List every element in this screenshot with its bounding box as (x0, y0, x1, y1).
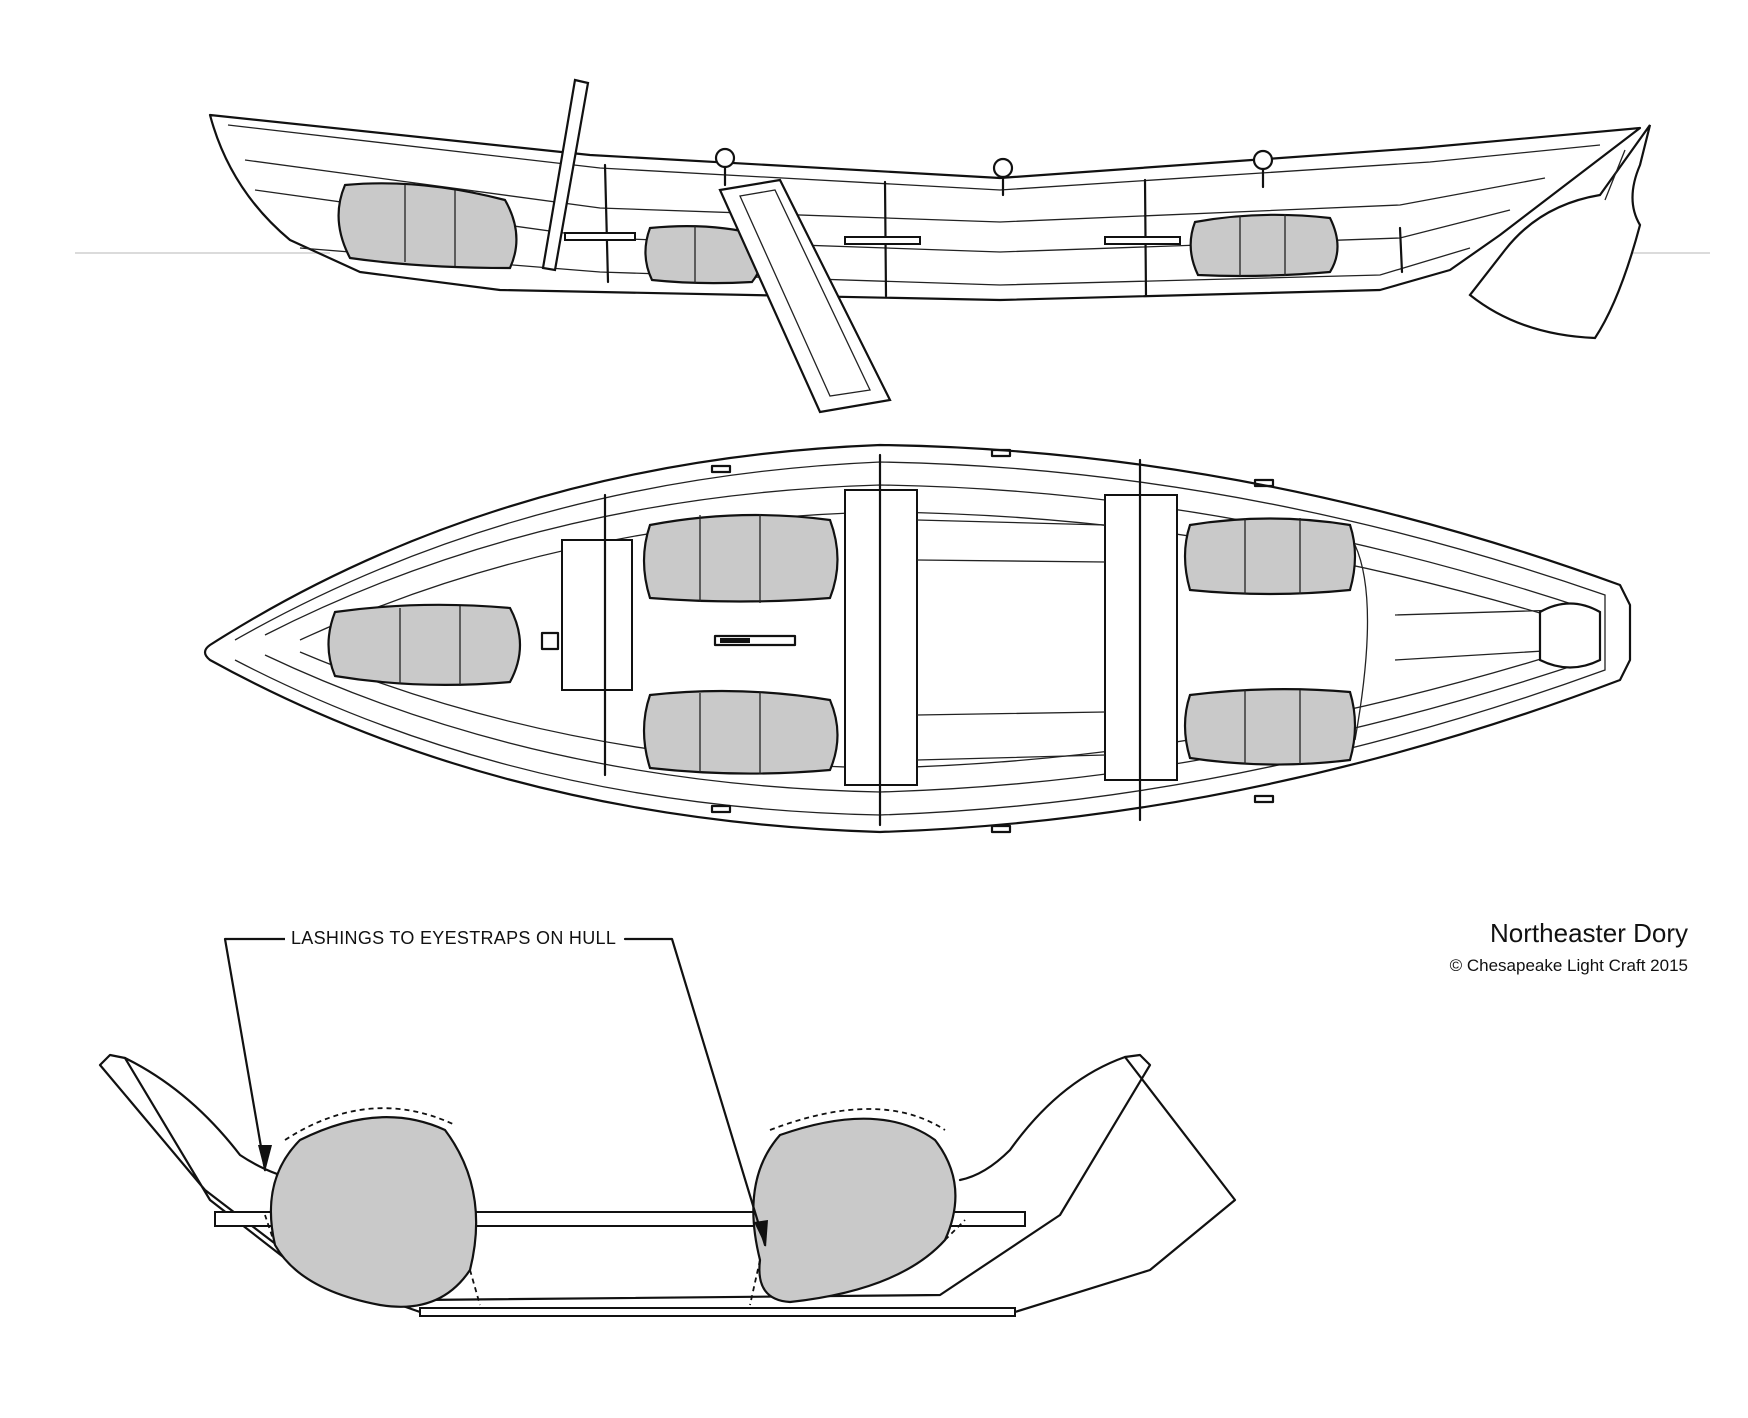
arrowhead-left (258, 1145, 272, 1172)
flotation-bag (327, 603, 521, 687)
copyright-notice: © Chesapeake Light Craft 2015 (1449, 956, 1688, 975)
centerboard-slot (713, 634, 797, 647)
hull-section (98, 1053, 1237, 1314)
flotation-bag (1183, 688, 1357, 766)
flotation-bag (642, 513, 839, 603)
hull-profile (208, 113, 1642, 302)
hull-flare-right (958, 1055, 1127, 1182)
sheer-line (227, 124, 1601, 191)
flotation-bag (644, 225, 764, 285)
stern-seat (1538, 602, 1602, 669)
gunwale-inner (234, 461, 1606, 816)
flotation-bag (1189, 213, 1339, 278)
chine-line-1 (244, 159, 1546, 223)
oarlock (714, 147, 736, 187)
rudder (1468, 124, 1652, 340)
thwart-side (564, 232, 636, 241)
leader-line-right (623, 937, 767, 1247)
thwart-side (844, 236, 921, 245)
eyestrap-fittings (710, 448, 1275, 834)
side-profile-view (75, 78, 1710, 414)
drawing-title: Northeaster Dory (1490, 918, 1688, 948)
plan-view (203, 443, 1632, 834)
flotation-bag (642, 689, 839, 775)
annotation-label: LASHINGS TO EYESTRAPS ON HULL (285, 928, 623, 949)
daggerboard (718, 178, 892, 414)
oarlock (1252, 149, 1274, 189)
thwart-side (1104, 236, 1181, 245)
arrowhead-right (754, 1220, 768, 1247)
flotation-bag (1183, 517, 1357, 596)
frame (603, 163, 610, 284)
frame (1398, 226, 1404, 274)
thwart (561, 539, 633, 691)
leader-line-left (223, 937, 287, 1172)
section-view (98, 937, 1237, 1317)
flotation-bag (337, 182, 518, 270)
hull-plan-outer (203, 443, 1632, 834)
flotation-bag (269, 1116, 478, 1308)
oarlock (992, 157, 1014, 197)
flotation-bag (752, 1117, 957, 1304)
section-floor (419, 1307, 1016, 1317)
mast-step (540, 631, 560, 651)
oar-shaft (541, 78, 590, 272)
hull-flare-left (123, 1056, 302, 1182)
